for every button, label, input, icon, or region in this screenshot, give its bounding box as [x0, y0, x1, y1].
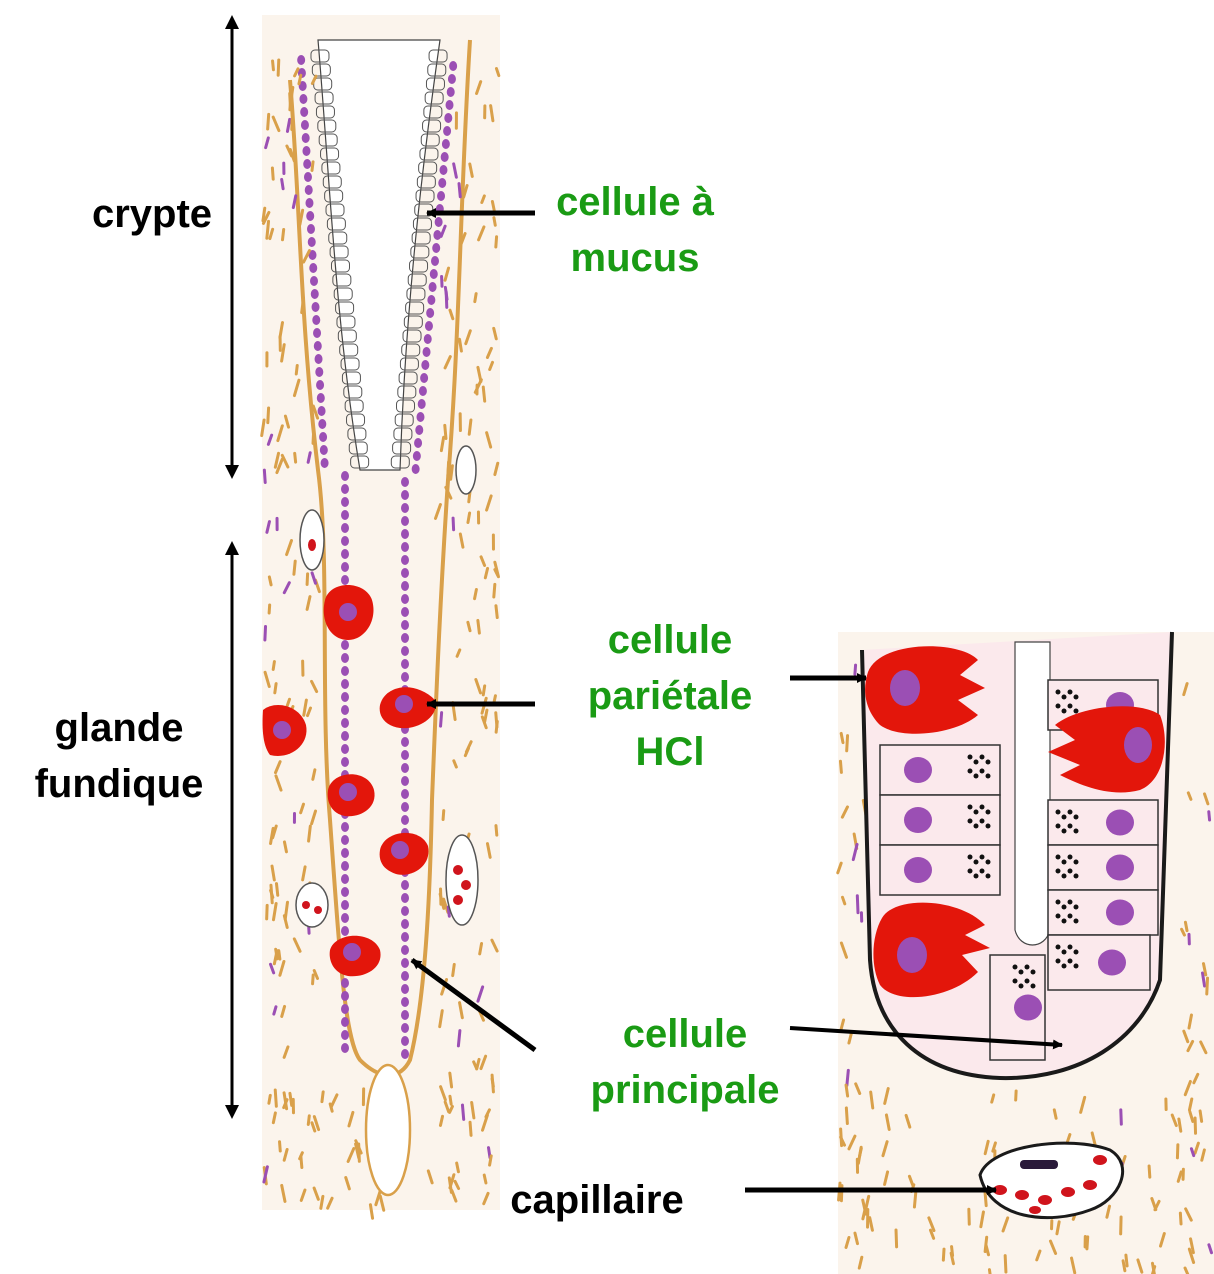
label-mucus-line1: cellule à [530, 174, 740, 230]
label-crypte: crypte [72, 186, 232, 242]
label-capillaire: capillaire [486, 1172, 708, 1228]
gland-base-detail-illustration [838, 632, 1214, 1274]
label-glande-line1: glande [8, 700, 230, 756]
label-parietale-line2: pariétale [560, 668, 780, 724]
label-cellule-principale: cellule principale [555, 1006, 815, 1118]
label-parietale-line1: cellule [560, 612, 780, 668]
label-cellule-parietale: cellule pariétale HCl [560, 612, 780, 780]
capillary-detail [980, 1143, 1123, 1217]
label-glande-line2: fundique [8, 756, 230, 812]
label-glande-fundique: glande fundique [8, 700, 230, 812]
label-principale-line1: cellule [555, 1006, 815, 1062]
label-mucus-line2: mucus [530, 230, 740, 286]
label-cellule-mucus: cellule à mucus [530, 174, 740, 286]
label-parietale-line3: HCl [560, 724, 780, 780]
label-principale-line2: principale [555, 1062, 815, 1118]
fundic-gland-illustration [262, 15, 500, 1218]
